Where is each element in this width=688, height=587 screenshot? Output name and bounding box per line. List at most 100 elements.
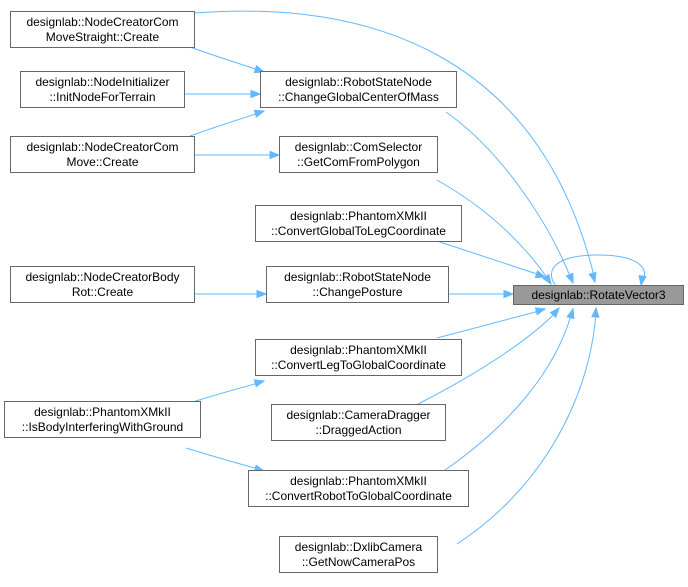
node-label-line: MoveStraight::Create <box>46 30 160 44</box>
node-box[interactable] <box>10 266 195 303</box>
node-label-line: designlab::PhantomXMkII <box>290 343 427 357</box>
edge-arrowhead <box>256 289 268 299</box>
edge-line <box>185 447 263 471</box>
edge-leg_to_global-to-rotate_vector3 <box>436 307 547 339</box>
node-label-line: ::GetNowCameraPos <box>302 555 415 569</box>
node-label-line: ::GetComFromPolygon <box>297 155 420 169</box>
edge-arrowhead <box>549 306 560 318</box>
node-box[interactable] <box>248 470 469 507</box>
edge-arrowhead <box>250 89 262 99</box>
node-box[interactable] <box>279 136 438 173</box>
node-label-line: ::ConvertLegToGlobalCoordinate <box>271 358 446 372</box>
edge-arrowhead <box>591 306 600 318</box>
edge-line <box>444 311 573 471</box>
node-label-line: designlab::NodeCreatorCom <box>26 15 178 29</box>
node-phantomxmkii-is-body-interfering-with-ground[interactable]: designlab::PhantomXMkII::IsBodyInterferi… <box>4 401 201 438</box>
edge-global_to_leg-to-rotate_vector3 <box>436 240 547 279</box>
edge-body_rot-to-change_posture <box>194 289 268 299</box>
edge-arrowhead <box>534 270 547 279</box>
node-box[interactable] <box>271 404 446 441</box>
node-phantomxmkii-convert-robot-to-global-coordinate[interactable]: designlab::PhantomXMkII::ConvertRobotToG… <box>248 470 469 507</box>
node-label-line: Rot::Create <box>72 285 134 299</box>
node-robot-state-node-change-posture[interactable]: designlab::RobotStateNode::ChangePosture <box>266 266 449 303</box>
edge-move_straight-to-rotate_vector3 <box>193 10 597 284</box>
edge-move_straight-to-change_com <box>189 46 266 74</box>
node-phantomxmkii-convert-leg-to-global-coordinate[interactable]: designlab::PhantomXMkII::ConvertLegToGlo… <box>255 339 462 376</box>
node-node-creator-com-move-straight-create[interactable]: designlab::NodeCreatorComMoveStraight::C… <box>10 11 195 48</box>
node-label-line: ::ChangeGlobalCenterOfMass <box>278 90 439 104</box>
edge-line <box>436 240 544 277</box>
node-box[interactable] <box>10 136 195 173</box>
edge-now_camera_pos-to-rotate_vector3 <box>456 306 600 545</box>
node-rotate-vector3-focus[interactable]: designlab::RotateVector3 <box>513 285 684 305</box>
edge-line <box>436 309 544 339</box>
node-label-line: ::ChangePosture <box>312 285 402 299</box>
node-label-line: designlab::CameraDragger <box>286 408 430 422</box>
node-com-selector-get-com-from-polygon[interactable]: designlab::ComSelector::GetComFromPolygo… <box>279 136 438 173</box>
edge-arrowhead <box>269 150 281 160</box>
edge-line <box>445 111 573 282</box>
node-robot-state-node-change-global-center-of-mass[interactable]: designlab::RobotStateNode::ChangeGlobalC… <box>260 71 457 108</box>
edge-arrowhead <box>253 379 266 388</box>
node-phantomxmkii-convert-global-to-leg-coordinate[interactable]: designlab::PhantomXMkII::ConvertGlobalTo… <box>255 205 462 242</box>
edge-init_terrain-to-change_com <box>184 89 262 99</box>
edge-robot_to_global-to-rotate_vector3 <box>444 307 575 471</box>
edge-dragged_action-to-rotate_vector3 <box>417 306 560 405</box>
node-label-line: ::ConvertGlobalToLegCoordinate <box>271 224 446 238</box>
edge-line <box>456 311 597 545</box>
node-label-line: designlab::NodeCreatorBody <box>25 270 179 284</box>
node-box[interactable] <box>279 536 438 573</box>
node-label-line: ::ConvertRobotToGlobalCoordinate <box>265 489 452 503</box>
node-box[interactable] <box>266 266 449 303</box>
node-box[interactable] <box>260 71 457 108</box>
node-camera-dragger-dragged-action[interactable]: designlab::CameraDragger::DraggedAction <box>271 404 446 441</box>
nodes-layer: designlab::NodeCreatorComMoveStraight::C… <box>4 11 684 573</box>
edge-line <box>189 111 263 137</box>
edge-arrowhead <box>253 109 266 118</box>
node-label-line: designlab::RobotStateNode <box>285 75 432 89</box>
edge-arrowhead <box>566 307 575 320</box>
edge-arrowhead <box>638 274 647 287</box>
node-box[interactable] <box>20 71 185 108</box>
edge-com_move-to-get_com_poly <box>194 150 281 160</box>
edge-line <box>550 254 646 286</box>
node-dxlib-camera-get-now-camera-pos[interactable]: designlab::DxlibCamera::GetNowCameraPos <box>279 536 438 573</box>
node-label-line: designlab::NodeInitializer <box>35 75 169 89</box>
edge-body_interfering-to-robot_to_global <box>185 447 266 473</box>
node-label-line: designlab::NodeCreatorCom <box>26 140 178 154</box>
node-box[interactable] <box>255 205 462 242</box>
node-label-line: designlab::RotateVector3 <box>531 288 665 302</box>
node-box[interactable] <box>513 285 684 305</box>
edges-layer <box>184 10 647 545</box>
node-label-line: designlab::ComSelector <box>295 140 422 154</box>
node-box[interactable] <box>4 401 201 438</box>
edge-line <box>436 179 551 283</box>
node-box[interactable] <box>10 11 195 48</box>
edge-line <box>185 381 263 405</box>
node-label-line: ::InitNodeForTerrain <box>49 90 155 104</box>
edge-line <box>189 46 263 72</box>
edge-get_com_poly-to-rotate_vector3 <box>436 179 552 286</box>
node-box[interactable] <box>255 339 462 376</box>
node-label-line: designlab::PhantomXMkII <box>34 405 171 419</box>
edge-arrowhead <box>503 289 515 299</box>
node-label-line: designlab::PhantomXMkII <box>290 474 427 488</box>
edge-arrowhead <box>542 273 552 286</box>
node-label-line: designlab::PhantomXMkII <box>290 209 427 223</box>
edge-arrowhead <box>253 65 266 74</box>
node-label-line: ::IsBodyInterferingWithGround <box>22 420 183 434</box>
edge-rotate_vector3-to-rotate_vector3 <box>550 254 647 287</box>
edge-change_posture-to-rotate_vector3 <box>448 289 515 299</box>
node-label-line: ::DraggedAction <box>315 423 401 437</box>
edge-change_com-to-rotate_vector3 <box>445 111 574 285</box>
node-label-line: designlab::DxlibCamera <box>295 540 423 554</box>
edge-line <box>193 10 596 281</box>
edge-body_interfering-to-leg_to_global <box>185 379 266 405</box>
edge-line <box>417 309 559 405</box>
edge-arrowhead <box>565 272 574 285</box>
node-node-initializer-init-node-for-terrain[interactable]: designlab::NodeInitializer::InitNodeForT… <box>20 71 185 108</box>
edge-arrowhead <box>534 307 547 316</box>
